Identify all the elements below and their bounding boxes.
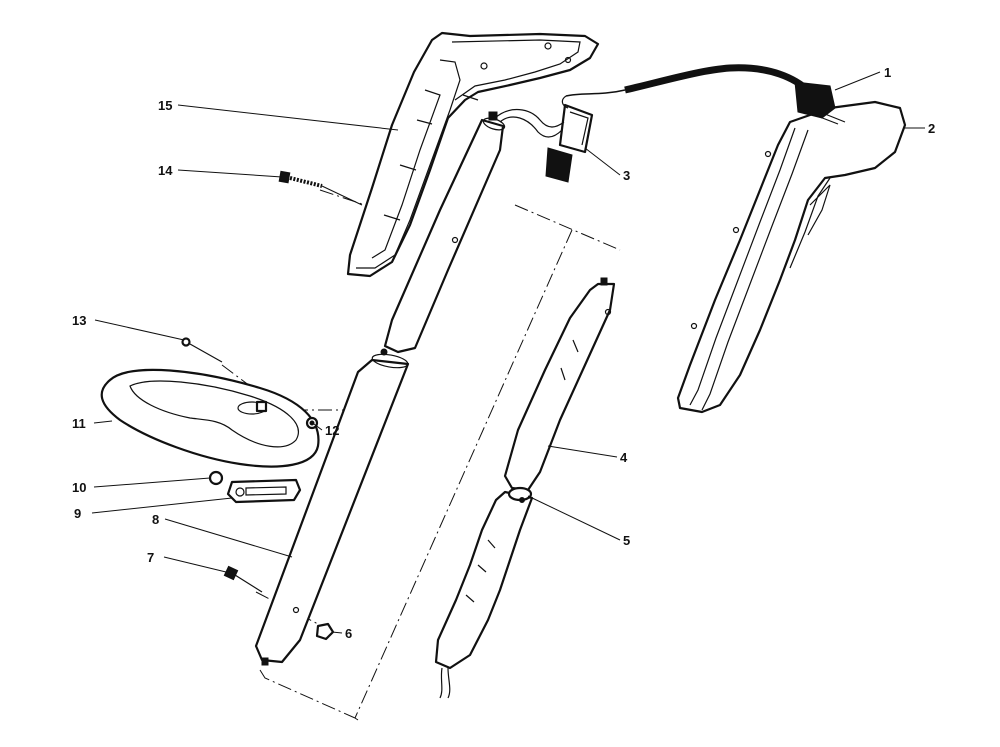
inner-rod [503, 277, 616, 492]
callout-7: 7 [147, 550, 154, 565]
right-handle-half [676, 100, 907, 414]
callout-4: 4 [620, 450, 628, 465]
left-handle-half [346, 31, 600, 278]
upper-tube [383, 111, 506, 354]
callout-2: 2 [928, 121, 935, 136]
loop-handle [100, 368, 320, 468]
nut [305, 416, 319, 430]
callouts: 1 2 3 4 5 6 7 8 9 10 11 12 13 14 15 [72, 65, 935, 641]
callout-10: 10 [72, 480, 86, 495]
lower-tube [254, 348, 410, 666]
hex-nut [208, 470, 224, 486]
callout-1: 1 [884, 65, 891, 80]
callout-3: 3 [623, 168, 630, 183]
switch-assembly [494, 95, 594, 183]
screw-13 [181, 337, 223, 363]
callout-8: 8 [152, 512, 159, 527]
cable-assembly [565, 64, 846, 125]
bolt-7 [223, 565, 263, 593]
inner-rod-lower [434, 490, 534, 699]
callout-15: 15 [158, 98, 172, 113]
spring-clip [507, 486, 533, 503]
callout-9: 9 [74, 506, 81, 521]
slotted-plate [226, 478, 302, 504]
lock-nut [315, 622, 335, 641]
callout-14: 14 [158, 163, 173, 178]
callout-6: 6 [345, 626, 352, 641]
callout-5: 5 [623, 533, 630, 548]
leader-lines [91, 71, 925, 634]
callout-11: 11 [72, 416, 86, 431]
callout-13: 13 [72, 313, 86, 328]
screw-14 [278, 170, 323, 188]
callout-12: 12 [325, 423, 339, 438]
